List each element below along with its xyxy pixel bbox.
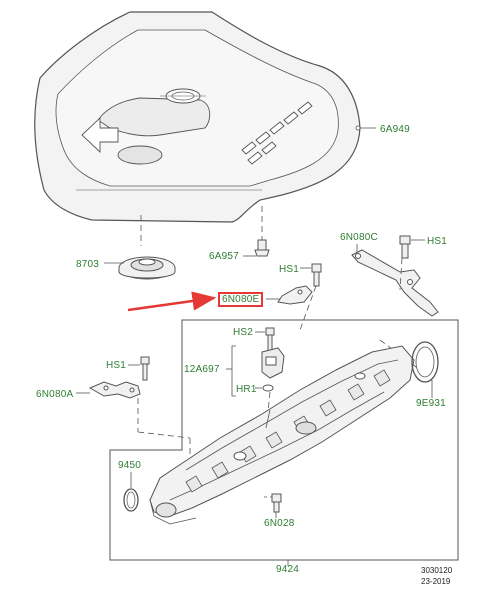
label-8703[interactable]: 8703 [76, 259, 100, 270]
sensor-group-bracket [231, 345, 236, 397]
bolt-6n028 [271, 493, 282, 513]
reference-number: 3030120 [421, 566, 453, 575]
label-12a697[interactable]: 12A697 [184, 364, 220, 375]
grommet-8703 [118, 256, 176, 280]
label-6a957[interactable]: 6A957 [209, 251, 239, 262]
highlight-arrow [127, 291, 217, 312]
label-hs1-left[interactable]: HS1 [106, 360, 127, 371]
label-9e931[interactable]: 9E931 [416, 398, 446, 409]
engine-cover [34, 11, 361, 223]
oring-hr1 [262, 384, 274, 392]
label-hs1-center[interactable]: HS1 [279, 264, 300, 275]
label-6n080e-highlighted[interactable]: 6N080E [218, 292, 264, 307]
cover-guide-lines [140, 206, 263, 246]
bracket-6n080a [88, 381, 141, 399]
stud-6a957 [254, 239, 270, 257]
bolt-hs1-left [140, 356, 150, 381]
intake-manifold-9424 [149, 345, 415, 525]
label-6n080c[interactable]: 6N080C [340, 232, 378, 243]
label-hs1-upper-right[interactable]: HS1 [427, 236, 448, 247]
bolt-hs1-center [311, 263, 322, 287]
label-6n080a[interactable]: 6N080A [36, 389, 74, 400]
label-9450[interactable]: 9450 [118, 460, 142, 471]
label-9424[interactable]: 9424 [276, 564, 300, 575]
gasket-9450 [123, 488, 139, 512]
label-6a949[interactable]: 6A949 [380, 124, 410, 135]
label-hr1[interactable]: HR1 [236, 384, 257, 395]
label-hs2[interactable]: HS2 [233, 327, 254, 338]
label-6n028[interactable]: 6N028 [264, 518, 295, 529]
sensor-12a697 [261, 347, 285, 379]
gasket-9e931 [411, 341, 439, 383]
manifold-frame [109, 319, 459, 561]
bolt-hs1-upper-right [399, 235, 411, 259]
bracket-6n080c [351, 249, 439, 317]
date-code: 23-2019 [421, 577, 451, 586]
bracket-6n080e [277, 285, 313, 305]
bolt-hs2 [265, 327, 275, 352]
